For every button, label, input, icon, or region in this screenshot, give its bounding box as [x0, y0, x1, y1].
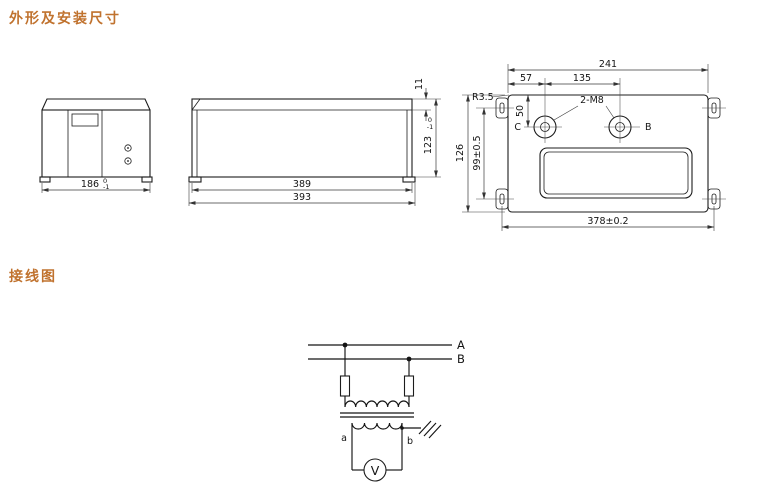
- dim-slot-center-spacing: 99±0.5: [472, 135, 483, 170]
- mounting-lugs: [476, 97, 726, 210]
- core-window: [539, 147, 693, 199]
- terminals: [524, 78, 640, 143]
- secondary-a-label: a: [341, 433, 347, 444]
- side-top-cap: [41, 98, 151, 111]
- side-indicator-bottom: [124, 157, 132, 165]
- dim-front-inner-width: 389: [293, 179, 311, 190]
- dim-edge-to-terminal: 57: [520, 73, 532, 84]
- front-body: [191, 98, 413, 178]
- side-panel-lines: [67, 110, 103, 177]
- secondary-b-label: b: [407, 436, 413, 447]
- top-body: [507, 94, 709, 213]
- side-foot-right: [141, 176, 153, 183]
- corner-radius-label: R3.5: [472, 92, 494, 103]
- dim-mounting-span: 378±0.2: [587, 216, 628, 227]
- side-foot-left: [39, 176, 51, 183]
- dim-top-to-terminal: 50: [515, 105, 526, 117]
- front-view: 11 123 0 -1 389 393: [188, 78, 441, 206]
- terminal-left-label: C: [514, 122, 521, 133]
- dim-side-width-tol-lower: -1: [103, 183, 109, 191]
- side-view: 186 0 -1: [39, 98, 153, 193]
- front-foot-left: [188, 176, 202, 183]
- core-lines: [340, 412, 414, 418]
- side-dimensions: 186 0 -1: [41, 177, 151, 193]
- dim-front-lid-height: 11: [414, 78, 425, 90]
- phase-a-label: A: [457, 338, 465, 352]
- secondary-winding: [351, 422, 403, 430]
- top-dimensions: 2-M8 R3.5 57 135 241 50: [455, 59, 715, 231]
- dim-side-width: 186: [81, 179, 99, 190]
- front-foot-right: [402, 176, 416, 183]
- dim-front-height-tol-lower: -1: [427, 123, 433, 131]
- window-inner: [543, 151, 689, 195]
- fuse-right: [403, 375, 415, 397]
- outline-section-title: 外形及安装尺寸: [9, 11, 121, 27]
- ground-symbol: [400, 420, 442, 439]
- front-dimensions: 11 123 0 -1 389 393: [188, 78, 441, 206]
- wiring-section-title: 接线图: [9, 269, 57, 285]
- phase-b-label: B: [457, 352, 465, 366]
- side-indicator-top: [124, 144, 132, 152]
- dim-front-height: 123: [423, 136, 434, 154]
- terminal-thread-label: 2-M8: [580, 95, 604, 106]
- wiring-diagram: A B a b: [308, 338, 465, 482]
- dim-terminal-spacing: 135: [573, 73, 591, 84]
- dim-body-depth: 126: [455, 144, 466, 162]
- primary-winding: [344, 400, 410, 408]
- side-nameplate: [71, 113, 99, 127]
- window-outer: [539, 147, 693, 199]
- side-indicators: [124, 144, 132, 165]
- dim-overall-width: 241: [599, 59, 617, 70]
- voltmeter: [363, 458, 387, 482]
- side-body: [41, 109, 151, 178]
- fuse-left: [339, 375, 351, 397]
- dim-side-width-tol-upper: 0: [103, 177, 107, 185]
- voltmeter-label: V: [371, 463, 380, 478]
- terminal-right-label: B: [645, 122, 652, 133]
- front-lid-lines: [191, 98, 412, 177]
- top-view: C B 2-M8 R3.5 57 135 241: [455, 59, 726, 231]
- dim-front-height-tol-upper: 0: [428, 116, 432, 124]
- dim-front-overall-width: 393: [293, 192, 311, 203]
